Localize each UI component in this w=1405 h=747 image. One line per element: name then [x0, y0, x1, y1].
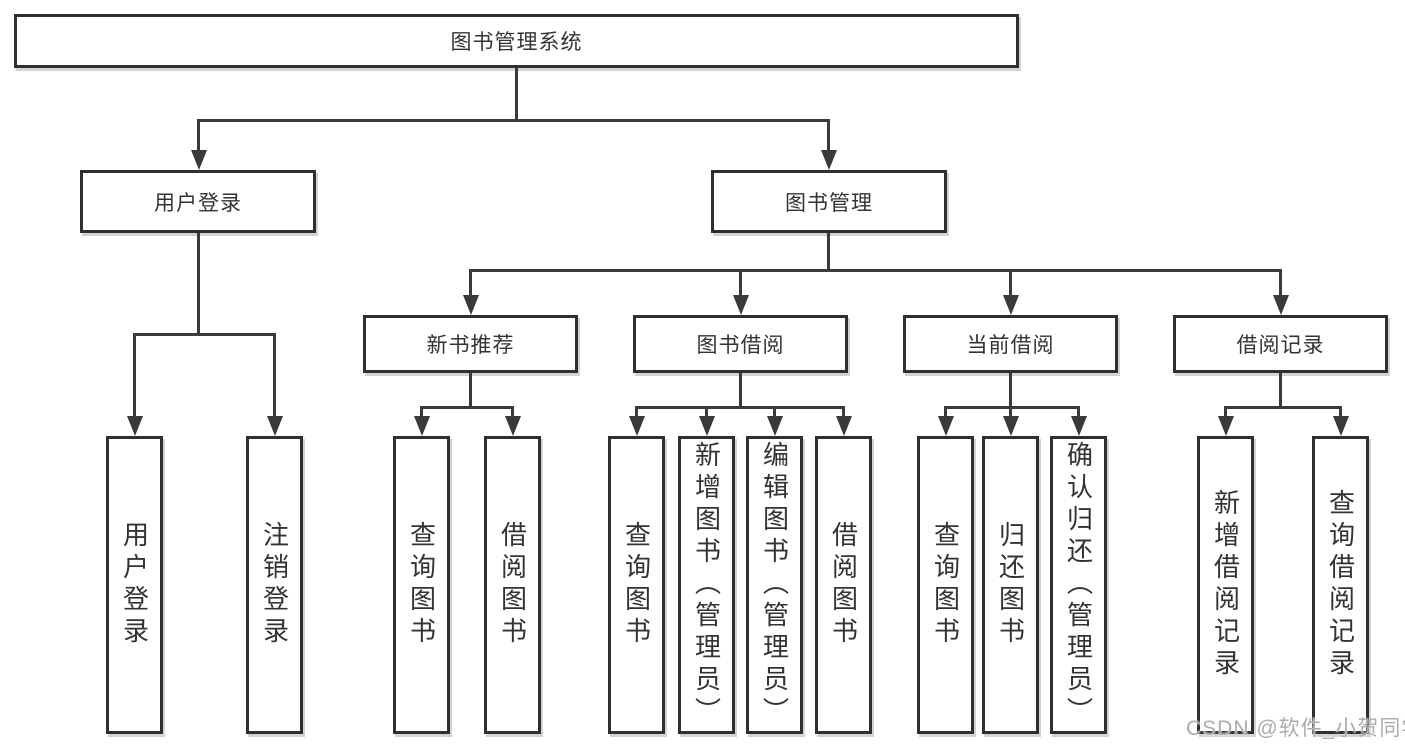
leaf-query-books-borrow: 查询图书: [608, 436, 665, 734]
node-book-mgmt: 图书管理: [711, 170, 947, 233]
arrow-down-icon: [504, 406, 521, 436]
arrow-down-icon: [266, 333, 283, 436]
connector-line: [827, 233, 830, 269]
arrow-down-icon: [1332, 406, 1349, 436]
leaf-logout: 注销登录: [246, 436, 303, 734]
leaf-borrow-books-recommend: 借阅图书: [484, 436, 541, 734]
leaf-label: 确认归还（管理员）: [1063, 441, 1094, 729]
leaf-confirm-return-admin: 确认归还（管理员）: [1050, 436, 1107, 734]
leaf-label: 归还图书: [995, 521, 1026, 649]
arrow-down-icon: [126, 333, 143, 436]
arrow-down-icon: [628, 406, 645, 436]
leaf-query-books-current: 查询图书: [917, 436, 974, 734]
arrow-down-icon: [462, 269, 479, 315]
node-current-borrow: 当前借阅: [903, 315, 1118, 373]
connector-line: [944, 406, 1080, 409]
connector-line: [635, 406, 845, 409]
connector-line: [197, 119, 830, 122]
leaf-label: 借阅图书: [828, 521, 859, 649]
node-borrow-records: 借阅记录: [1173, 315, 1388, 373]
leaf-add-borrow-record: 新增借阅记录: [1197, 436, 1254, 734]
leaf-user-login: 用户登录: [106, 436, 163, 734]
connector-line: [469, 373, 472, 406]
leaf-borrow-books-borrow: 借阅图书: [815, 436, 872, 734]
leaf-label: 查询借阅记录: [1325, 489, 1356, 681]
leaf-label: 查询图书: [930, 521, 961, 649]
arrow-down-icon: [1272, 269, 1289, 315]
leaf-label: 注销登录: [259, 521, 290, 649]
leaf-query-books-recommend: 查询图书: [393, 436, 450, 734]
connector-line: [420, 406, 513, 409]
connector-line: [197, 233, 200, 333]
leaf-label: 新增借阅记录: [1210, 489, 1241, 681]
connector-line: [134, 333, 275, 336]
node-root: 图书管理系统: [14, 14, 1019, 68]
leaf-query-borrow-record: 查询借阅记录: [1312, 436, 1369, 734]
leaf-label: 编辑图书（管理员）: [759, 441, 790, 729]
connector-line: [1224, 406, 1341, 409]
leaf-edit-book-admin: 编辑图书（管理员）: [746, 436, 803, 734]
leaf-label: 借阅图书: [497, 521, 528, 649]
arrow-down-icon: [820, 119, 837, 170]
leaf-label: 查询图书: [621, 521, 652, 649]
csdn-watermark: CSDN @软件_小贺同学: [1186, 717, 1405, 740]
arrow-down-icon: [1217, 406, 1234, 436]
arrow-down-icon: [766, 406, 783, 436]
connector-line: [515, 68, 518, 120]
leaf-label: 用户登录: [119, 521, 150, 649]
node-user-login: 用户登录: [80, 170, 316, 233]
leaf-add-book-admin: 新增图书（管理员）: [678, 436, 735, 734]
arrow-down-icon: [1002, 269, 1019, 315]
connector-line: [1279, 373, 1282, 406]
arrow-down-icon: [1070, 406, 1087, 436]
arrow-down-icon: [732, 269, 749, 315]
connector-line: [1009, 373, 1012, 406]
connector-line: [739, 373, 742, 406]
leaf-label: 新增图书（管理员）: [691, 441, 722, 729]
arrow-down-icon: [698, 406, 715, 436]
leaf-label: 查询图书: [406, 521, 437, 649]
arrow-down-icon: [937, 406, 954, 436]
connector-line: [469, 269, 1282, 272]
arrow-down-icon: [413, 406, 430, 436]
node-book-borrow: 图书借阅: [633, 315, 848, 373]
arrow-down-icon: [835, 406, 852, 436]
leaf-return-book: 归还图书: [982, 436, 1039, 734]
arrow-down-icon: [1002, 406, 1019, 436]
arrow-down-icon: [190, 119, 207, 170]
node-new-book-recommend: 新书推荐: [363, 315, 578, 373]
